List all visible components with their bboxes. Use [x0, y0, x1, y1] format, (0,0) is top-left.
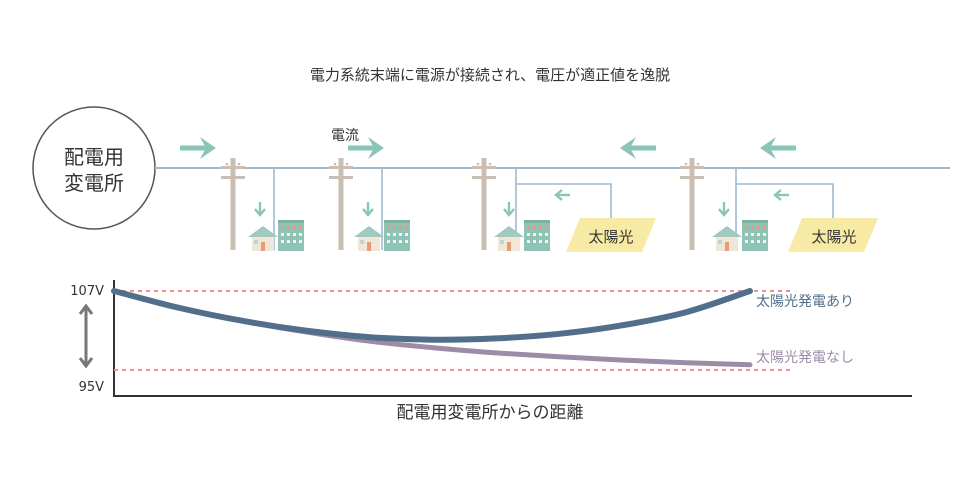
left-arrow-icon — [554, 188, 572, 202]
solar-label: 太陽光 — [588, 228, 633, 246]
house-building-icon — [712, 220, 768, 251]
current-arrow-left-2 — [760, 137, 796, 159]
house-building-icon — [494, 220, 550, 251]
utility-pole-icon — [329, 158, 353, 250]
substation-label-line1: 配電用 — [64, 145, 124, 169]
series-line-without-solar — [111, 288, 753, 368]
y-tick-label-107v: 107V — [70, 284, 104, 299]
solar-label: 太陽光 — [811, 228, 856, 246]
down-arrow-icon — [717, 200, 731, 217]
pole-group-2 — [329, 158, 410, 251]
voltage-chart: 107V 95V 太陽光発電あり 太陽光発電なし 配電用変電所からの距離 — [70, 280, 912, 423]
down-arrow-icon — [253, 200, 267, 217]
utility-pole-icon — [221, 158, 245, 250]
down-arrow-icon — [502, 200, 516, 217]
range-double-arrow-icon — [78, 303, 94, 369]
series-label-with-solar: 太陽光発電あり — [756, 294, 854, 310]
solar-panel-shape — [566, 218, 656, 252]
pole-group-4: 太陽光 — [680, 158, 878, 252]
series-label-without-solar: 太陽光発電なし — [756, 350, 854, 366]
diagram-title: 電力系統末端に電源が接続され、電圧が適正値を逸脱 — [310, 66, 670, 84]
current-arrow-right-1 — [180, 137, 216, 159]
down-arrow-icon — [361, 200, 375, 217]
current-arrow-left-1 — [620, 137, 656, 159]
y-tick-label-95v: 95V — [79, 380, 105, 395]
x-axis-label: 配電用変電所からの距離 — [397, 403, 584, 423]
house-building-icon — [248, 220, 304, 251]
utility-pole-icon — [680, 158, 704, 250]
current-label: 電流 — [331, 128, 359, 144]
pole-group-1 — [221, 158, 304, 251]
solar-panel-shape — [788, 218, 878, 252]
series-line-with-solar — [111, 288, 753, 343]
substation-label-line2: 変電所 — [64, 171, 124, 195]
left-arrow-icon — [773, 188, 791, 202]
pole-group-3: 太陽光 — [472, 158, 656, 252]
utility-pole-icon — [472, 158, 496, 250]
